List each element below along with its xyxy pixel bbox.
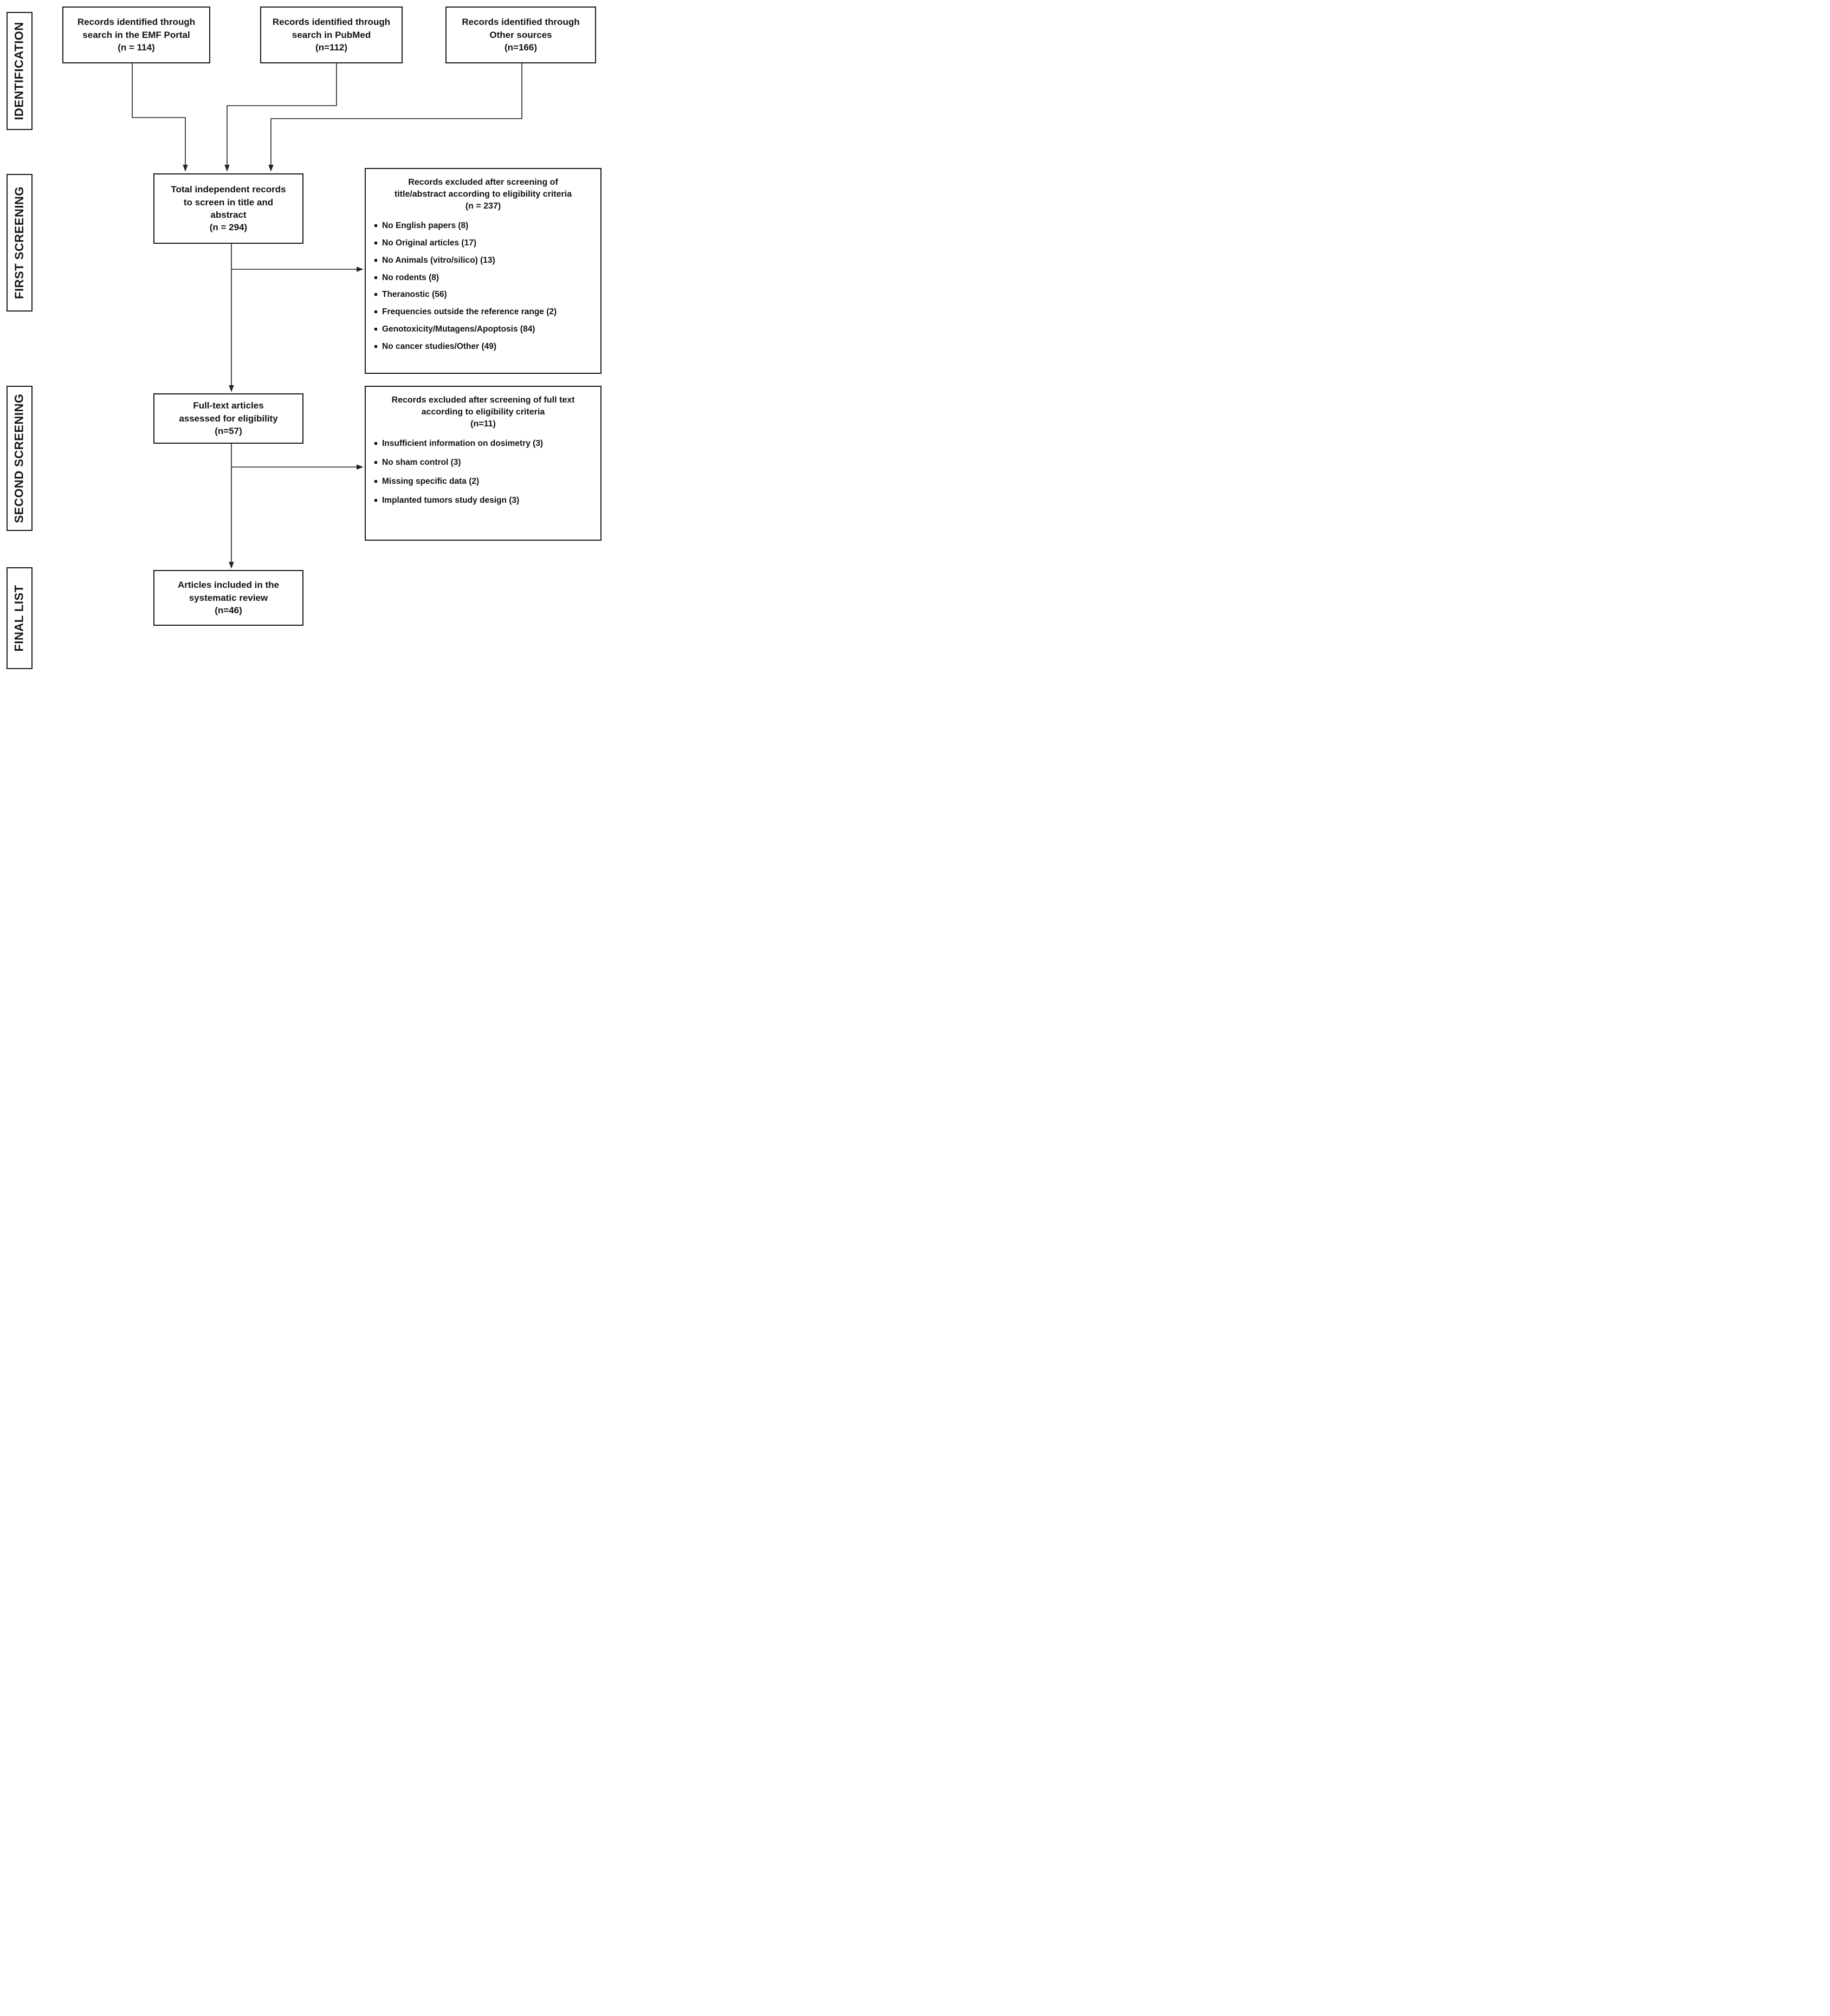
box-title-line: title/abstract according to eligibility … — [394, 190, 572, 199]
total-records-box: Total independent records to screen in t… — [153, 173, 303, 244]
box-text-line: assessed for eligibility — [179, 413, 278, 424]
box-text-line: Articles included in the — [177, 580, 280, 591]
exclusion-reason: Theranostic (56) — [382, 290, 447, 300]
box-text-line: to screen in title and — [183, 197, 274, 208]
record-count: (n = 114) — [118, 42, 155, 53]
box-text-line: abstract — [210, 210, 247, 220]
box-text-line: systematic review — [189, 592, 268, 603]
box-text-line: Total independent records — [171, 184, 286, 195]
box-title-line: Records excluded after screening of full… — [391, 396, 575, 405]
bullet-icon — [374, 258, 377, 262]
exclusion-reason: Missing specific data (2) — [382, 476, 480, 486]
list-item: No rodents (8) — [374, 273, 594, 283]
bullet-icon — [374, 276, 377, 279]
list-item: Implanted tumors study design (3) — [374, 496, 594, 505]
bullet-icon — [374, 479, 377, 483]
record-count: (n = 294) — [209, 222, 248, 233]
excluded-fulltext-box: Records excluded after screening of full… — [365, 386, 602, 541]
prisma-flow-diagram: IDENTIFICATION FIRST SCREENING SECOND SC… — [0, 0, 610, 672]
included-articles-box: Articles included in the systematic revi… — [153, 570, 303, 626]
box-text-line: Other sources — [489, 29, 552, 40]
bullet-icon — [374, 328, 377, 331]
record-count: (n = 237) — [465, 202, 501, 211]
exclusion-reason: No Animals (vitro/silico) (13) — [382, 255, 495, 265]
exclusion-reason: No rodents (8) — [382, 273, 439, 282]
list-item: Frequencies outside the reference range … — [374, 307, 594, 317]
bullet-icon — [374, 224, 377, 228]
box-title-line: according to eligibility criteria — [421, 407, 545, 417]
record-count: (n=46) — [215, 605, 242, 616]
exclusion-reason: No Original articles (17) — [382, 238, 476, 248]
list-item: No English papers (8) — [374, 221, 594, 231]
stage-label-text: FIRST SCREENING — [12, 186, 26, 299]
list-item: Insufficient information on dosimetry (3… — [374, 439, 594, 449]
box-text-line: search in PubMed — [292, 29, 371, 40]
connector-emf-to-total — [132, 63, 188, 172]
exclusion-reason: No English papers (8) — [382, 221, 469, 231]
list-item: No sham control (3) — [374, 458, 594, 468]
exclusion-reason: No cancer studies/Other (49) — [382, 341, 497, 351]
record-count: (n=166) — [505, 42, 537, 53]
bullet-icon — [374, 293, 377, 296]
list-item: No cancer studies/Other (49) — [374, 342, 594, 352]
exclusion-reason: Genotoxicity/Mutagens/Apoptosis (84) — [382, 325, 535, 334]
box-title-line: Records excluded after screening of — [408, 178, 558, 187]
exclusion-reason: Insufficient information on dosimetry (3… — [382, 439, 544, 449]
box-text-line: Full-text articles — [193, 400, 264, 411]
connector-pubmed-to-total — [224, 63, 337, 172]
bullet-icon — [374, 310, 377, 314]
list-item: No Original articles (17) — [374, 238, 594, 248]
exclusion-reason: No sham control (3) — [382, 458, 461, 468]
record-count: (n=57) — [215, 426, 242, 437]
source-box-pubmed: Records identified through search in Pub… — [260, 7, 403, 63]
excluded-title-abstract-box: Records excluded after screening of titl… — [365, 168, 602, 374]
flow-connectors — [132, 63, 522, 569]
stage-label-second-screening: SECOND SCREENING — [7, 386, 33, 531]
list-item: Missing specific data (2) — [374, 477, 594, 487]
list-item: Genotoxicity/Mutagens/Apoptosis (84) — [374, 325, 594, 334]
bullet-icon — [374, 442, 377, 445]
box-text-line: Records identified through — [77, 17, 196, 28]
stage-label-text: IDENTIFICATION — [12, 22, 27, 120]
stage-label-text: FINAL LIST — [12, 585, 26, 652]
box-text-line: Records identified through — [462, 17, 580, 28]
connector-other-to-total — [268, 63, 522, 172]
bullet-icon — [374, 461, 377, 464]
exclusion-reasons-list: Insufficient information on dosimetry (3… — [372, 439, 594, 514]
stage-label-first-screening: FIRST SCREENING — [7, 174, 33, 312]
source-box-emf-portal: Records identified through search in the… — [62, 7, 210, 63]
fulltext-assessed-box: Full-text articles assessed for eligibil… — [153, 393, 303, 444]
bullet-icon — [374, 242, 377, 245]
source-box-other-sources: Records identified through Other sources… — [445, 7, 596, 63]
list-item: Theranostic (56) — [374, 290, 594, 300]
record-count: (n=112) — [315, 42, 348, 53]
exclusion-reason: Implanted tumors study design (3) — [382, 495, 520, 505]
box-text-line: search in the EMF Portal — [82, 29, 190, 40]
list-item: No Animals (vitro/silico) (13) — [374, 256, 594, 265]
box-text-line: Records identified through — [272, 17, 391, 28]
exclusion-reasons-list: No English papers (8) No Original articl… — [372, 221, 594, 359]
bullet-icon — [374, 498, 377, 502]
stage-label-identification: IDENTIFICATION — [7, 12, 33, 130]
stage-label-final-list: FINAL LIST — [7, 567, 33, 669]
stage-label-text: SECOND SCREENING — [12, 393, 27, 523]
record-count: (n=11) — [470, 419, 496, 429]
exclusion-reason: Frequencies outside the reference range … — [382, 307, 557, 317]
bullet-icon — [374, 345, 377, 348]
